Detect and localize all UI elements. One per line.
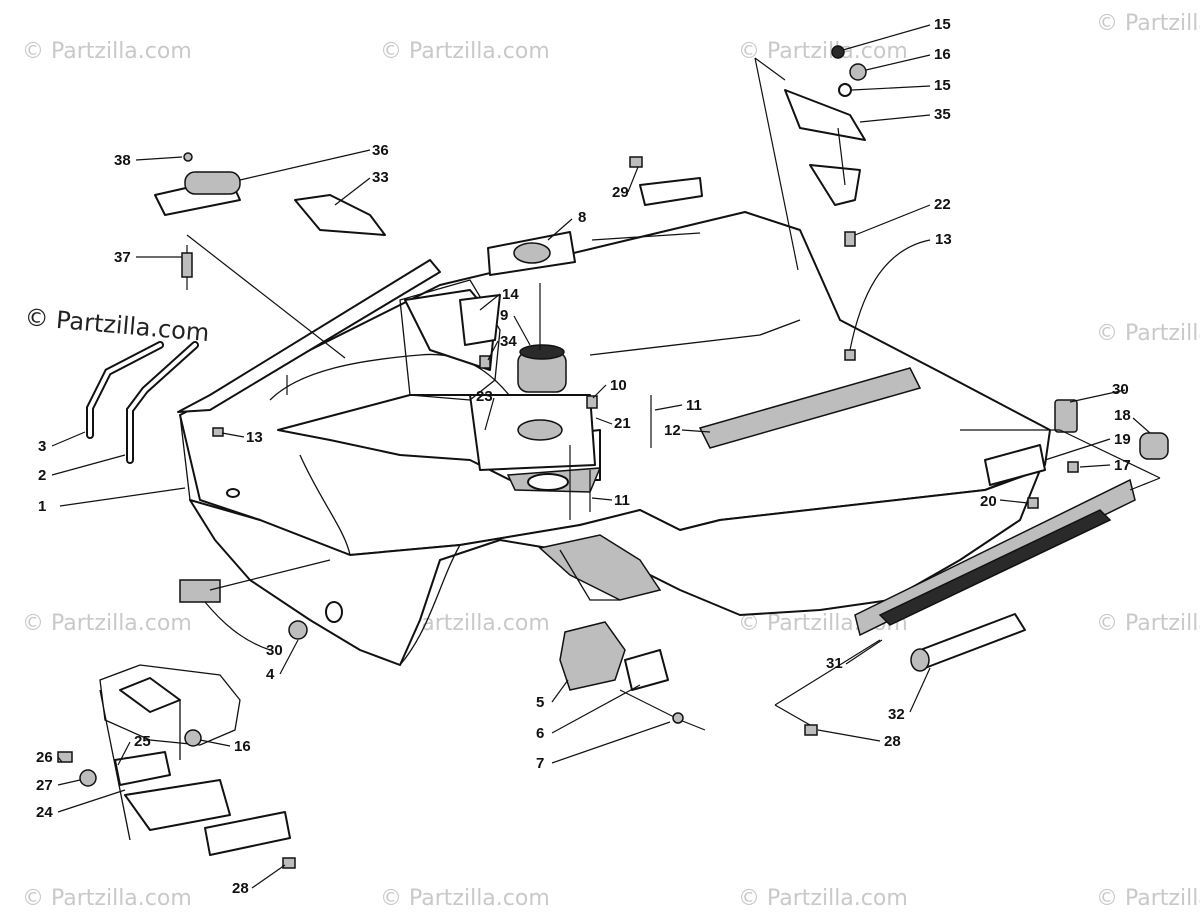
bumper-end-30b (179, 579, 221, 603)
watermark: © Partzilla.com (1096, 321, 1200, 346)
watermark: © Partzilla.com (738, 886, 908, 911)
callout-16: 16 (934, 46, 951, 63)
callout-25: 25 (134, 733, 151, 750)
callout-35: 35 (934, 106, 951, 123)
watermark-prominent: © Partzilla.com (23, 303, 210, 347)
callout-19: 19 (1114, 431, 1131, 448)
callout-9: 9 (500, 307, 508, 324)
callout-10: 10 (610, 377, 627, 394)
callout-30: 30 (266, 642, 283, 659)
bumper-handle (86, 341, 199, 464)
callout-7: 7 (536, 755, 544, 772)
lower-left-assembly (57, 664, 296, 869)
callout-37: 37 (114, 249, 131, 266)
callout-3: 3 (38, 438, 46, 455)
callout-6: 6 (536, 725, 544, 742)
callout-16: 16 (234, 738, 251, 755)
callout-23: 23 (476, 388, 493, 405)
bracket-19 (984, 444, 1046, 486)
callout-14: 14 (502, 286, 519, 303)
grommet-4 (288, 620, 308, 640)
callout-22: 22 (934, 196, 951, 213)
callout-8: 8 (578, 209, 586, 226)
callout-11: 11 (686, 397, 702, 414)
fasteners (181, 152, 1079, 736)
bracket-35 (784, 89, 866, 141)
callout-15: 15 (934, 16, 951, 33)
watermark: © Partzilla.com (1096, 886, 1200, 911)
callout-26: 26 (36, 749, 53, 766)
callout-1: 1 (38, 498, 46, 515)
floor-panel (277, 279, 602, 493)
watermark: © Partzilla.com (1096, 11, 1200, 36)
watermark: © Partzilla.com (380, 886, 550, 911)
housing-group (559, 621, 706, 731)
callout-36: 36 (372, 142, 389, 159)
callout-17: 17 (1114, 457, 1131, 474)
callout-21: 21 (614, 415, 631, 432)
callout-33: 33 (372, 169, 389, 186)
left-rail (177, 259, 441, 413)
callout-18: 18 (1114, 407, 1131, 424)
callout-28: 28 (232, 880, 249, 897)
watermark: © Partzilla.com (1096, 611, 1200, 636)
callout-24: 24 (36, 804, 53, 821)
callout-31: 31 (826, 655, 843, 672)
callout-34: 34 (500, 333, 517, 350)
callout-28: 28 (884, 733, 901, 750)
leader-lines (186, 57, 1161, 726)
right-strip-12 (698, 367, 922, 449)
callout-2: 2 (38, 467, 46, 484)
watermark: © Partzilla.com (22, 611, 192, 636)
trim-32 (914, 613, 1026, 669)
bracket-33 (294, 194, 386, 236)
upper-parts (154, 45, 1169, 640)
belly-pan (179, 211, 1051, 666)
callout-13: 13 (246, 429, 263, 446)
callout-30: 30 (1112, 381, 1129, 398)
callout-11: 11 (614, 492, 630, 509)
bracket-29 (639, 177, 703, 206)
callout-29: 29 (612, 184, 629, 201)
bumper-end-30 (1054, 399, 1078, 433)
callout-27: 27 (36, 777, 53, 794)
callout-12: 12 (664, 422, 681, 439)
callouts: 1 2 3 4 5 6 7 8 9 10 11 11 12 (36, 16, 1151, 897)
clip-18 (1139, 432, 1169, 460)
callout-32: 32 (888, 706, 905, 723)
watermark: © Partzilla.com (22, 886, 192, 911)
callout-38: 38 (114, 152, 131, 169)
watermark: © Partzilla.com (380, 39, 550, 64)
callout-15: 15 (934, 77, 951, 94)
callout-20: 20 (980, 493, 997, 510)
callout-4: 4 (266, 666, 275, 683)
callout-13: 13 (935, 231, 952, 248)
callout-5: 5 (536, 694, 544, 711)
watermark: © Partzilla.com (738, 39, 908, 64)
rails (177, 259, 1136, 672)
watermark: © Partzilla.com (22, 39, 192, 64)
